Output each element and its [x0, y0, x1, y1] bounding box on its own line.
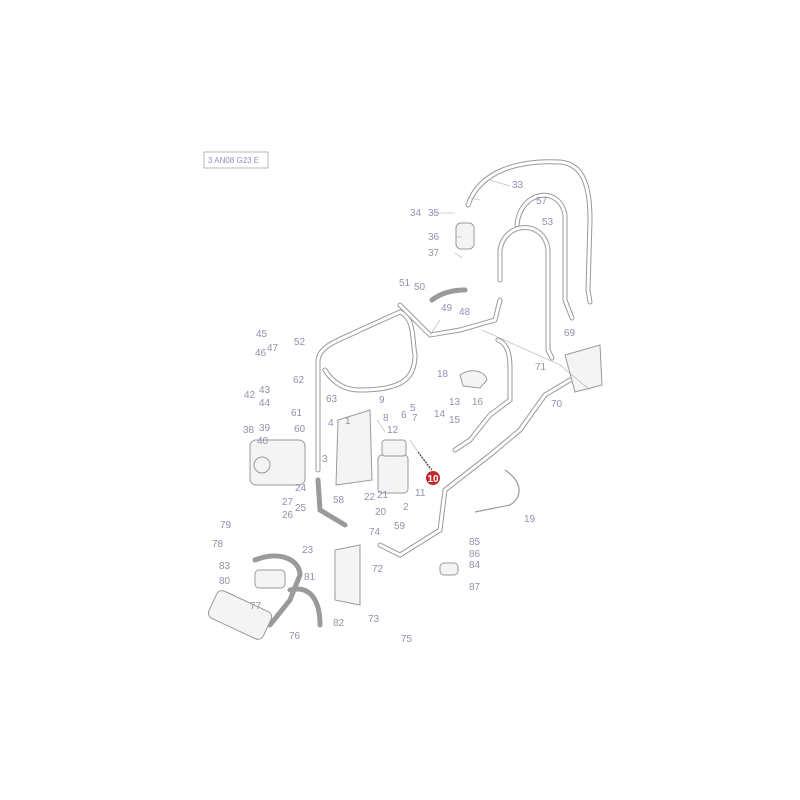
part-label: 22 [364, 492, 376, 503]
part-label: 36 [428, 232, 440, 243]
part-label: 3 [322, 454, 328, 465]
part-label: 45 [256, 329, 268, 340]
part-label: 85 [469, 537, 481, 548]
part-label: 58 [333, 495, 345, 506]
part-label: 62 [293, 375, 305, 386]
part-label: 51 [399, 278, 411, 289]
part-label: 12 [387, 425, 399, 436]
highlighted-part-marker: 10 [417, 451, 440, 485]
part-label: 83 [219, 561, 231, 572]
part-label: 59 [394, 521, 406, 532]
clamp-part [459, 370, 488, 389]
part-label: 61 [291, 408, 303, 419]
oil-filter-part [377, 454, 409, 494]
part-label: 69 [564, 328, 576, 339]
part-label: 43 [259, 385, 271, 396]
part-label: 13 [449, 397, 461, 408]
part-label: 2 [403, 502, 409, 513]
part-label: 21 [377, 490, 389, 501]
part-label: 46 [255, 348, 267, 359]
part-label: 40 [257, 436, 269, 447]
part-label: 14 [434, 409, 446, 420]
hoses-and-pipes [252, 159, 593, 628]
filter-part [455, 222, 475, 250]
part-label: 26 [282, 510, 294, 521]
part-label: 47 [267, 343, 279, 354]
part-label: 49 [441, 303, 453, 314]
part-label: 4 [328, 418, 334, 429]
part-label: 75 [401, 634, 413, 645]
part-label: 25 [295, 503, 307, 514]
part-label: 60 [294, 424, 306, 435]
part-label: 16 [472, 397, 484, 408]
part-label: 27 [282, 497, 294, 508]
part-label: 9 [379, 395, 385, 406]
leader-lines [376, 179, 591, 471]
part-label: 5 [410, 403, 416, 414]
part-label: 70 [551, 399, 563, 410]
part-label: 42 [244, 390, 256, 401]
part-label: 76 [289, 631, 301, 642]
part-label: 15 [449, 415, 461, 426]
part-label: 39 [259, 423, 271, 434]
reference-code-box: 3 AN08 G23 E [203, 151, 269, 169]
part-label: 74 [369, 527, 381, 538]
part-label: 7 [412, 413, 418, 424]
pump-part [249, 439, 306, 486]
reference-code: 3 AN08 G23 E [208, 156, 259, 165]
part-label: 78 [212, 539, 224, 550]
part-label: 71 [535, 362, 547, 373]
part-label: 81 [304, 572, 316, 583]
part-label: 37 [428, 248, 440, 259]
part-label: 82 [333, 618, 345, 629]
part-label: 24 [295, 483, 307, 494]
part-label: 35 [428, 208, 440, 219]
part-label: 38 [243, 425, 255, 436]
part-number-labels: 33 34 35 36 37 57 53 51 50 49 48 69 71 7… [212, 180, 576, 645]
part-label: 33 [512, 180, 524, 191]
part-label: 11 [415, 488, 426, 499]
part-label: 34 [410, 208, 422, 219]
part-label: 8 [383, 413, 389, 424]
part-label: 48 [459, 307, 471, 318]
part-label: 6 [401, 410, 407, 421]
part-label: 57 [536, 196, 548, 207]
part-label: 80 [219, 576, 231, 587]
part-label: 44 [259, 398, 271, 409]
part-label: 20 [375, 507, 387, 518]
part-label: 50 [414, 282, 426, 293]
part-label: 77 [250, 601, 262, 612]
part-label: 72 [372, 564, 384, 575]
part-label: 86 [469, 549, 481, 560]
part-label: 84 [469, 560, 481, 571]
part-label: 87 [469, 582, 481, 593]
part-label: 79 [220, 520, 232, 531]
bracket-part [335, 409, 373, 486]
part-label: 23 [302, 545, 314, 556]
part-label: 73 [368, 614, 380, 625]
part-label: 63 [326, 394, 338, 405]
part-label: 52 [294, 337, 306, 348]
part-label: 19 [524, 514, 536, 525]
part-label: 1 [345, 416, 351, 427]
highlighted-part-number: 10 [427, 474, 439, 485]
part-label: 53 [542, 217, 554, 228]
parts [207, 222, 603, 640]
part-label: 18 [437, 369, 449, 380]
